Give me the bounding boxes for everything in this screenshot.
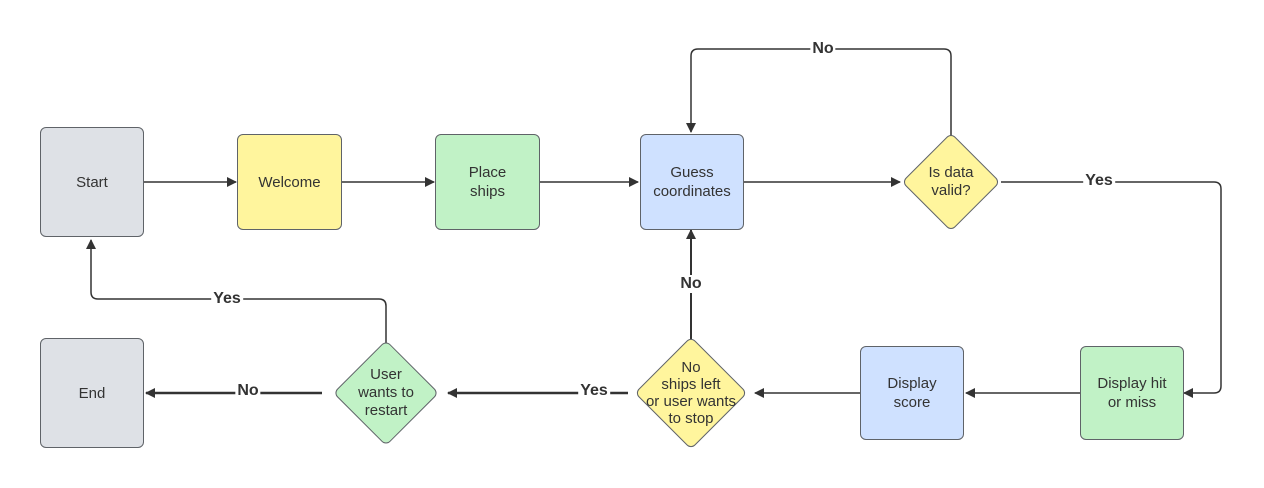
decision-data-valid: Is data valid? [901, 132, 1001, 232]
decision-ships-left: No ships left or user wants to stop [627, 336, 755, 450]
edge-label-ships-yes: Yes [578, 382, 610, 400]
edge-valid-yes-hit [1001, 181, 1222, 398]
edge-valid-no-guess [686, 48, 952, 136]
node-place-ships-label: Place ships [468, 164, 507, 200]
decision-restart-label: User wants to restart [358, 366, 414, 419]
node-display-score: Display score [860, 346, 964, 440]
node-guess-label: Guess coordinates [653, 164, 731, 200]
node-welcome-label: Welcome [258, 173, 321, 191]
edge-label-valid-no: No [810, 40, 836, 58]
edge-label-restart-yes: Yes [211, 290, 243, 308]
decision-restart: User wants to restart [322, 339, 450, 447]
node-score-label: Display score [887, 375, 937, 411]
edge-label-restart-no: No [235, 382, 261, 400]
decision-data-valid-label: Is data valid? [928, 164, 974, 199]
edge-label-ships-no: No [678, 275, 704, 293]
node-start-label: Start [76, 173, 108, 191]
node-end-label: End [78, 384, 106, 402]
node-hit-miss-label: Display hit or miss [1097, 375, 1167, 411]
node-display-hit-miss: Display hit or miss [1080, 346, 1184, 440]
node-start: Start [40, 127, 144, 237]
node-guess-coordinates: Guess coordinates [640, 134, 744, 230]
node-welcome: Welcome [237, 134, 342, 230]
node-place-ships: Place ships [435, 134, 540, 230]
decision-ships-left-label: No ships left or user wants to stop [645, 359, 737, 427]
edge-label-valid-yes: Yes [1083, 172, 1115, 190]
node-end: End [40, 338, 144, 448]
